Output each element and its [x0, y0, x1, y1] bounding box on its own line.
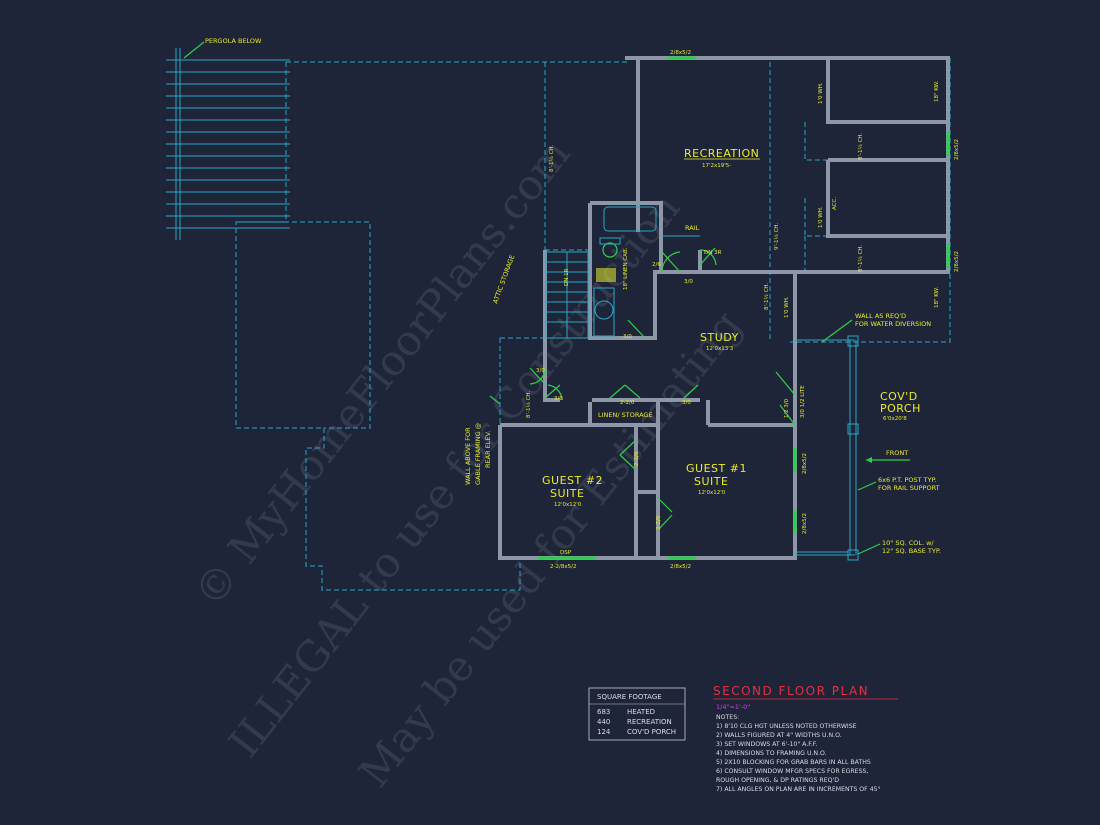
windows: [538, 56, 950, 560]
dim-door-30d: 3/0: [554, 396, 563, 402]
pergola-label: PERGOLA BELOW: [205, 37, 262, 45]
dim-ch-rec-2: 8'-1½ CH.: [857, 245, 864, 272]
walls: [498, 56, 950, 560]
dim-guest1-window-2: 2/8x5/2: [802, 513, 808, 534]
room-guest1-size: 12'0x12'0: [698, 490, 726, 496]
dim-ch-study: 8'-1½ CH.: [763, 283, 770, 310]
label-dsp: DSP: [560, 550, 572, 556]
note-1: 1) 8'10 CLG HGT UNLESS NOTED OTHERWISE: [716, 723, 857, 730]
room-guest2-name-1: GUEST #2: [542, 474, 603, 487]
dim-door-26: 2/6: [652, 262, 661, 268]
label-post-2: FOR RAIL SUPPORT: [878, 484, 940, 492]
room-labels: RECREATION 17'2x19'5- STUDY 12'0x13'3 CO…: [542, 147, 921, 508]
dim-guest1-window-1: 2/8x5/2: [802, 453, 808, 474]
plan-title: SECOND FLOOR PLAN: [713, 684, 869, 698]
label-col-2: 12" SQ. BASE TYP.: [882, 547, 941, 555]
room-guest1-name-2: SUITE: [694, 475, 728, 488]
room-guest2-size: 12'0x12'0: [554, 502, 582, 508]
dim-rec-window-2: 2/8x5/2: [954, 251, 960, 272]
plan-title-block: SECOND FLOOR PLAN 1/4"=1'-0" NOTES: 1) 8…: [713, 684, 898, 793]
sf-row-1-value: 683: [597, 708, 610, 716]
room-porch-name-2: PORCH: [880, 402, 921, 415]
note-2: 2) WALLS FIGURED AT 4" WIDTHS U.N.O.: [716, 732, 842, 739]
dim-door-30c: 3/0: [536, 368, 545, 374]
room-guest2-name-2: SUITE: [550, 487, 584, 500]
dim-wh-1: 1'0 WH.: [818, 82, 824, 104]
pergola: PERGOLA BELOW: [166, 37, 290, 240]
dim-ch-mid: 9'-1½ CH.: [773, 223, 780, 250]
room-porch-name-1: COV'D: [880, 390, 918, 403]
label-water-2: FOR WATER DIVERSION: [855, 320, 931, 328]
dim-kw-2: 18" KW.: [934, 287, 940, 308]
label-col-1: 10" SQ. COL. w/: [882, 539, 934, 547]
label-front: FRONT: [886, 449, 908, 457]
note-6: 6) CONSULT WINDOW MFGR SPECS FOR EGRESS,: [716, 768, 868, 775]
label-gable-framing: GABLE FRAMING @: [474, 422, 482, 485]
dim-door-30a: 3/0: [684, 279, 693, 285]
square-footage-heading: SQUARE FOOTAGE: [597, 693, 662, 701]
room-study-size: 12'0x13'3: [706, 346, 734, 352]
sf-row-2-value: 440: [597, 718, 610, 726]
dim-kw-1: 18" KW.: [934, 81, 940, 102]
label-linen-cab: 18" LINEN CAB.: [623, 247, 629, 290]
label-dn-3r: DN 3R: [704, 250, 722, 256]
dim-top-window: 2/8x5/2: [670, 50, 691, 56]
sf-row-3-value: 124: [597, 728, 611, 736]
room-recreation-name: RECREATION: [684, 147, 759, 160]
label-dn-1r: DN 1R: [564, 268, 570, 286]
dim-door-220c: 2-2/0: [656, 515, 662, 530]
note-3: 3) SET WINDOWS AT 6'-10" A.F.F.: [716, 741, 817, 748]
room-study-name: STUDY: [700, 331, 739, 344]
label-wall-above: WALL ABOVE FOR: [464, 427, 472, 485]
room-porch-size: 6'0x20'8: [883, 416, 907, 422]
label-water-1: WALL AS REQ'D: [855, 312, 906, 320]
dim-rec-window-1: 2/8x5/2: [954, 139, 960, 160]
label-rear-elev: REAR ELEV.: [484, 431, 492, 468]
room-recreation-size: 17'2x19'5-: [702, 163, 731, 169]
note-7: 7) ALL ANGLES ON PLAN ARE IN INCREMENTS …: [716, 785, 881, 793]
dim-door-1230: 1'2 3/0: [784, 398, 790, 418]
note-6-continued: ROUGH OPENING, & DP RATINGS REQ'D: [716, 777, 839, 784]
label-post-1: 6x6 P.T. POST TYP.: [878, 476, 937, 484]
square-footage-table: SQUARE FOOTAGE 683 HEATED 440 RECREATION…: [588, 687, 686, 741]
label-rail: RAIL: [685, 224, 700, 232]
dim-door-30b: 3/0: [623, 334, 632, 340]
notes-heading: NOTES:: [716, 714, 739, 721]
dim-ch-rec-1: 8'-1½ CH.: [857, 133, 864, 160]
dim-door-30e: 3/0: [682, 400, 691, 406]
dim-ch-left: 8'-1½ CH.: [548, 145, 555, 172]
dim-bottom-right-window: 2/8x5/2: [670, 564, 691, 570]
plan-scale: 1/4"=1'-0": [716, 703, 750, 711]
room-guest1-name-1: GUEST #1: [686, 462, 747, 475]
dim-bottom-left-window: 2-2/8x5/2: [550, 564, 576, 570]
label-acc: ACC.: [832, 197, 838, 210]
dim-door-30-lite: 3/0 1/2 LITE: [800, 385, 806, 418]
dim-wh-2: 1'0 WH.: [818, 206, 824, 228]
sf-row-2-label: RECREATION: [627, 718, 672, 726]
bath-fixtures: [593, 206, 700, 337]
dim-ch-guest2: 8'-1½ CH.: [525, 391, 532, 418]
sf-row-3-label: COV'D PORCH: [627, 728, 676, 736]
porch: [795, 335, 859, 561]
room-linen-storage: LINEN/ STORAGE: [598, 411, 653, 419]
dim-door-220a: 2-2/0: [620, 400, 635, 406]
dim-door-220b: 2-2/0: [634, 451, 640, 466]
note-4: 4) DIMENSIONS TO FRAMING U.N.O.: [716, 750, 827, 757]
doors: [529, 247, 796, 531]
stairs: [545, 251, 589, 339]
note-5: 5) 2X10 BLOCKING FOR GRAB BARS IN ALL BA…: [716, 759, 871, 766]
sf-row-1-label: HEATED: [627, 708, 655, 716]
dim-wh-3: 1'0 WH.: [784, 296, 790, 318]
